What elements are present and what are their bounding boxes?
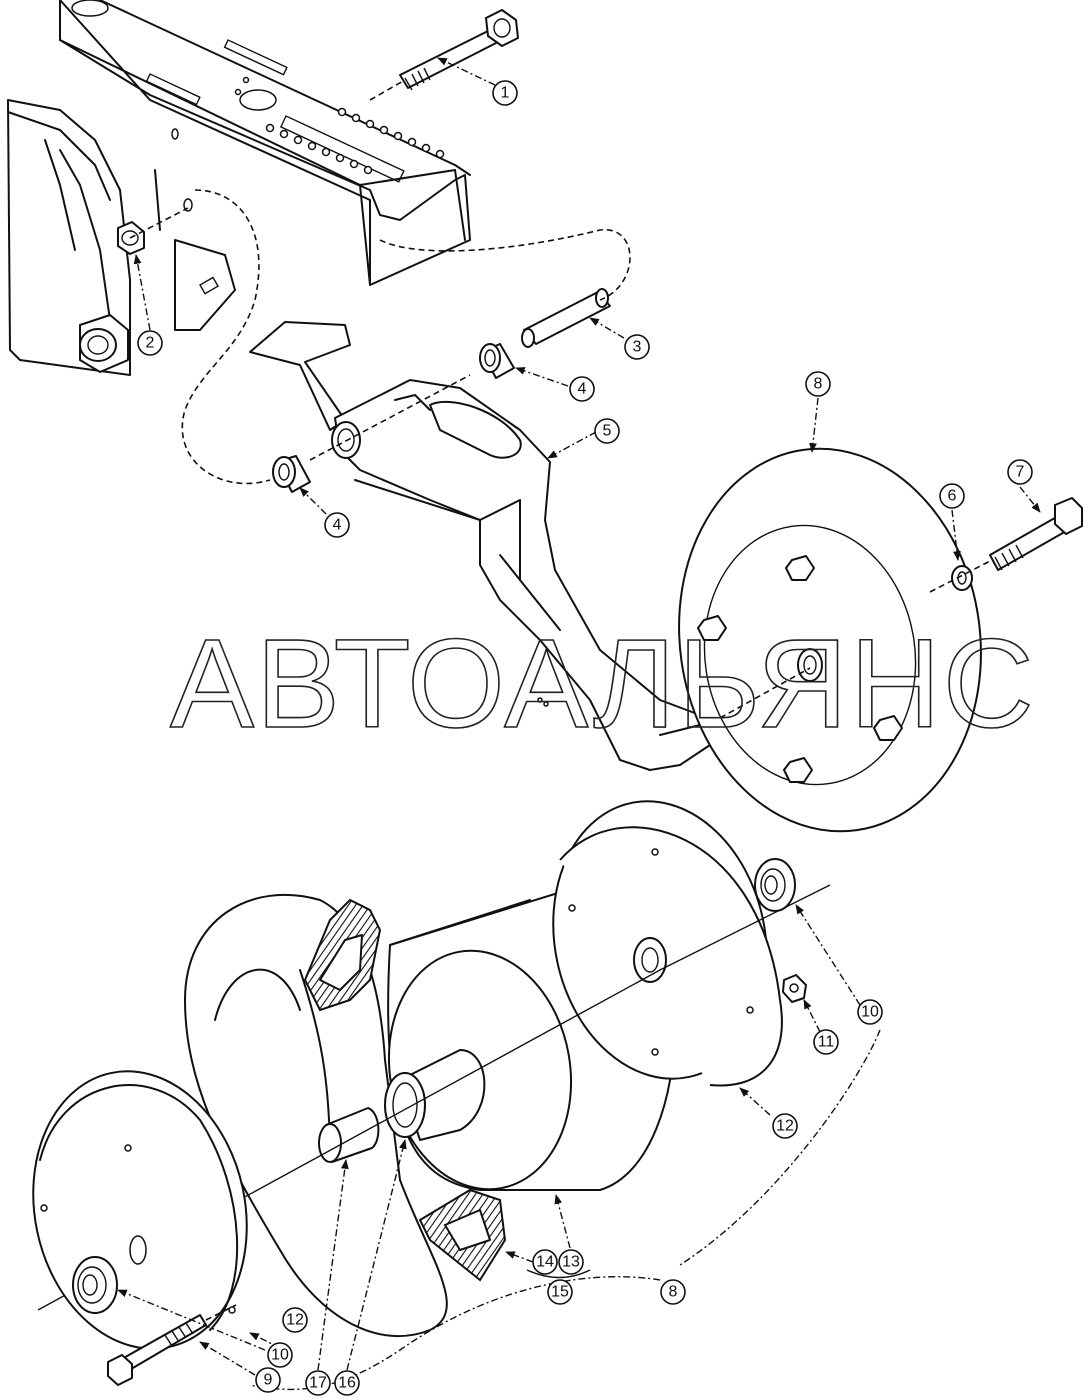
part-16-sleeve	[384, 1049, 486, 1141]
callout-5: 5	[594, 418, 620, 444]
svg-text:1: 1	[501, 85, 510, 102]
svg-text:9: 9	[264, 1372, 273, 1389]
part-6-washer	[951, 565, 973, 591]
svg-text:12: 12	[286, 1312, 304, 1329]
callout-16: 16	[334, 1370, 360, 1396]
part-1-bolt	[369, 9, 519, 101]
svg-text:14: 14	[536, 1254, 554, 1271]
callout-12-lower: 12	[282, 1307, 308, 1333]
callout-15: 15	[547, 1279, 573, 1305]
callout-14: 14	[532, 1249, 558, 1275]
part-2-nut	[117, 207, 189, 255]
axle-axis	[37, 884, 831, 1311]
svg-text:3: 3	[633, 339, 642, 356]
callout-3: 3	[624, 334, 650, 360]
frame-hole-row-lower	[265, 123, 373, 175]
frame-nut	[79, 314, 129, 373]
callout-4-lower: 4	[324, 512, 350, 538]
part-5-lever-arm	[249, 321, 711, 771]
callout-6: 6	[939, 483, 965, 509]
watermark: АВТОАЛЬЯНС	[170, 613, 1036, 754]
svg-text:10: 10	[271, 1347, 289, 1364]
assembly-8-leader	[249, 1029, 881, 1391]
callout-4-upper: 4	[569, 376, 595, 402]
callout-12-upper: 12	[772, 1113, 798, 1139]
callout-8-lower: 8	[660, 1279, 686, 1305]
callout-1: 1	[492, 80, 518, 106]
callout-10-left: 10	[267, 1342, 293, 1368]
svg-text:7: 7	[1016, 464, 1025, 481]
callout-13: 13	[558, 1249, 584, 1275]
part-8-wheel-disc	[678, 447, 982, 833]
part-10-bearing-right	[754, 858, 796, 912]
svg-text:17: 17	[309, 1375, 327, 1392]
frame-beam	[59, 0, 471, 286]
svg-text:12: 12	[776, 1118, 794, 1135]
part-3-pin	[521, 288, 611, 348]
part-9-bolt	[107, 1304, 237, 1386]
phantom-outline	[181, 189, 631, 485]
callout-17: 17	[305, 1370, 331, 1396]
part-4-bushing-upper	[479, 343, 515, 379]
svg-text:13: 13	[562, 1254, 580, 1271]
part-10-bearing-left	[72, 1256, 118, 1314]
callout-2: 2	[137, 330, 163, 356]
part-4-bushing-lower	[272, 455, 311, 493]
callout-8-upper: 8	[805, 371, 831, 397]
svg-text:10: 10	[861, 1004, 879, 1021]
part-7-bolt	[929, 497, 1083, 593]
svg-text:8: 8	[814, 376, 823, 393]
svg-text:16: 16	[338, 1375, 356, 1392]
svg-text:2: 2	[146, 335, 155, 352]
callout-7: 7	[1007, 459, 1033, 485]
part-14-tire	[184, 893, 507, 1338]
svg-text:6: 6	[948, 488, 957, 505]
callout-10-right: 10	[857, 999, 883, 1025]
svg-text:8: 8	[669, 1284, 678, 1301]
callout-11: 11	[813, 1029, 839, 1055]
svg-text:4: 4	[578, 381, 587, 398]
svg-text:11: 11	[818, 1034, 835, 1051]
callout-9: 9	[255, 1367, 281, 1393]
part-11-nut	[782, 974, 807, 1003]
svg-text:5: 5	[603, 423, 612, 440]
lever-axis	[309, 374, 471, 461]
svg-text:15: 15	[551, 1284, 569, 1301]
side-plate	[7, 99, 236, 376]
svg-text:4: 4	[333, 517, 342, 534]
frame-hole-row-upper	[337, 107, 445, 159]
part-17-spacer	[318, 1107, 380, 1163]
